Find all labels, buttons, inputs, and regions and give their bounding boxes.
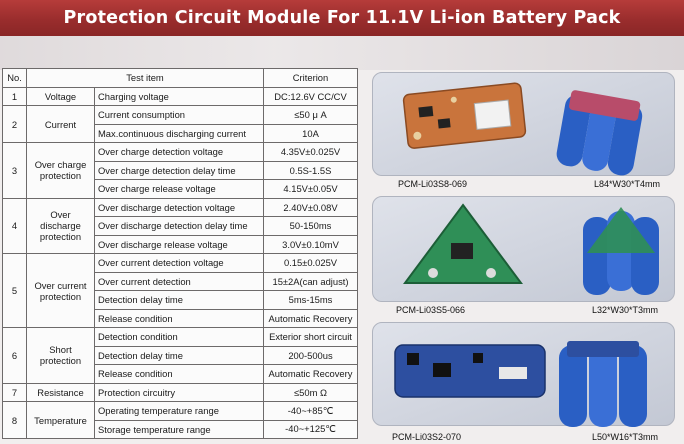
product-model-3: PCM-Li03S2-070 <box>392 432 462 442</box>
product-model-2: PCM-Li03S5-066 <box>396 305 466 315</box>
test-item-cell: Storage temperature range <box>94 419 264 439</box>
criterion-cell: 4.15V±0.05V <box>263 179 358 199</box>
test-item-cell: Detection delay time <box>94 345 264 365</box>
pcm-board-1 <box>402 82 527 149</box>
criterion-cell: -40~+85℃ <box>263 401 358 421</box>
test-item-cell: Release condition <box>94 364 264 384</box>
product-size-1: L84*W30*T4mm <box>594 179 661 189</box>
row-number: 3 <box>2 142 27 199</box>
pcm-board-image-3 <box>394 341 647 427</box>
category-cell: Over discharge protection <box>26 197 95 254</box>
test-item-cell: Release condition <box>94 308 264 328</box>
criterion-cell: Exterior short circuit <box>263 327 358 347</box>
criterion-cell: 15±2A(can adjust) <box>263 271 358 291</box>
test-item-cell: Over charge release voltage <box>94 179 264 199</box>
row-number: 1 <box>2 86 27 106</box>
category-cell: Voltage <box>26 86 95 106</box>
category-cell: Temperature <box>26 401 95 439</box>
test-item-cell: Over discharge release voltage <box>94 234 264 254</box>
test-item-cell: Protection circuitry <box>94 382 264 402</box>
page-title: Protection Circuit Module For 11.1V Li-i… <box>63 8 621 28</box>
criterion-cell: 0.15±0.025V <box>263 253 358 273</box>
criterion-cell: ≤50m Ω <box>263 382 358 402</box>
row-number: 5 <box>2 253 27 328</box>
test-item-cell: Detection delay time <box>94 290 264 310</box>
product-size-2: L32*W30*T3mm <box>592 305 659 315</box>
criterion-cell: Automatic Recovery <box>263 364 358 384</box>
row-number: 7 <box>2 382 27 402</box>
test-item-cell: Over current detection <box>94 271 264 291</box>
header-criterion: Criterion <box>263 68 358 88</box>
product-panel-2 <box>372 196 675 302</box>
row-number: 8 <box>2 401 27 439</box>
criterion-cell: DC:12.6V CC/CV <box>263 86 358 106</box>
table-row: Storage temperature range-40~+125℃ <box>3 419 358 439</box>
criterion-cell: 4.35V±0.025V <box>263 142 358 162</box>
row-number: 2 <box>2 105 27 143</box>
criterion-cell: Automatic Recovery <box>263 308 358 328</box>
table-header-row: No. Test item Criterion <box>2 68 358 88</box>
category-cell: Current <box>26 105 95 143</box>
row-number: 6 <box>2 327 27 384</box>
header-test-item: Test item <box>26 68 264 88</box>
background-strip <box>0 36 684 70</box>
test-item-cell: Over charge detection voltage <box>94 142 264 162</box>
test-item-cell: Operating temperature range <box>94 401 264 421</box>
category-cell: Over charge protection <box>26 142 95 199</box>
criterion-cell: ≤50 μ A <box>263 105 358 125</box>
criterion-cell: 5ms-15ms <box>263 290 358 310</box>
test-item-cell: Over discharge detection voltage <box>94 197 264 217</box>
test-item-cell: Charging voltage <box>94 86 264 106</box>
category-cell: Short protection <box>26 327 95 384</box>
test-item-cell: Current consumption <box>94 105 264 125</box>
header-no: No. <box>2 68 27 88</box>
product-panel-3 <box>372 322 675 427</box>
test-item-cell: Over charge detection delay time <box>94 160 264 180</box>
page-title-banner: Protection Circuit Module For 11.1V Li-i… <box>0 0 684 36</box>
product-model-1: PCM-Li03S8-069 <box>398 179 468 189</box>
category-cell: Resistance <box>26 382 95 402</box>
criterion-cell: 50-150ms <box>263 216 358 236</box>
test-item-cell: Over discharge detection delay time <box>94 216 264 236</box>
criterion-cell: 10A <box>263 123 358 143</box>
row-number: 4 <box>2 197 27 254</box>
criterion-cell: 3.0V±0.10mV <box>263 234 358 254</box>
criterion-cell: 0.5S-1.5S <box>263 160 358 180</box>
battery-cell <box>559 345 587 427</box>
criterion-cell: 2.40V±0.08V <box>263 197 358 217</box>
pcm-board-image-2 <box>403 203 659 295</box>
criterion-cell: -40~+125℃ <box>263 419 358 439</box>
pcm-board-image-1 <box>402 82 643 176</box>
test-item-cell: Detection condition <box>94 327 264 347</box>
category-cell: Over current protection <box>26 253 95 328</box>
pcm-board-3 <box>394 344 546 398</box>
test-item-cell: Max.continuous discharging current <box>94 123 264 143</box>
criterion-cell: 200-500us <box>263 345 358 365</box>
product-panel-1 <box>372 72 675 176</box>
product-size-3: L50*W16*T3mm <box>592 432 659 442</box>
test-item-cell: Over current detection voltage <box>94 253 264 273</box>
battery-cell <box>556 94 591 167</box>
